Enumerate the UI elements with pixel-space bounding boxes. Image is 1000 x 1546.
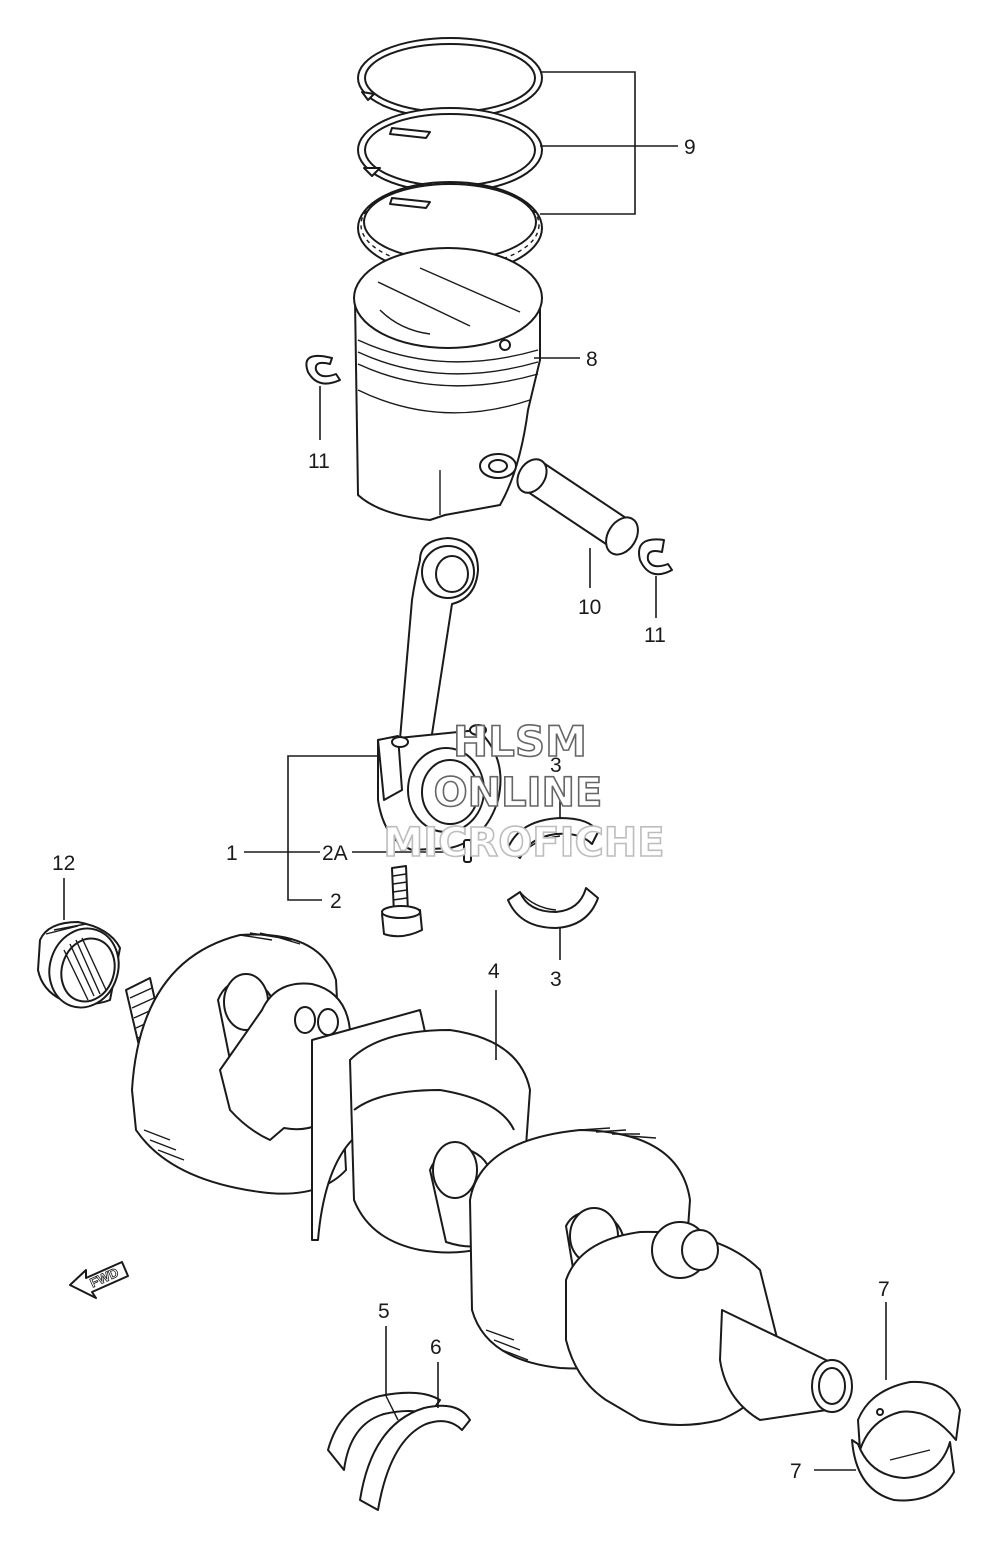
connecting-rod-bolt [381,865,423,938]
callout-1: 1 [226,842,238,865]
callout-3-upper: 3 [550,754,562,777]
connecting-rod [377,537,502,851]
callout-2A: 2A [322,842,348,865]
main-bearing-upper [857,1380,961,1451]
callout-4: 4 [488,960,500,983]
callout-2: 2 [330,890,342,913]
dowel-pin [463,839,472,863]
callout-7-lower: 7 [790,1460,802,1483]
watermark-line-1: HLSM [453,717,587,766]
callout-3-lower: 3 [550,968,562,991]
callout-12: 12 [52,852,75,875]
piston-pin [516,458,639,556]
piston-ring-second [357,107,543,193]
thrust-bearing-6 [359,1395,471,1511]
callout-9: 9 [684,136,696,159]
callout-6: 6 [430,1336,442,1359]
callout-5: 5 [378,1300,390,1323]
conrod-bearing-lower [507,887,599,929]
callout-10: 10 [578,596,601,619]
piston-ring-top [357,37,543,119]
main-bearing-lower [851,1439,955,1502]
fwd-arrow-icon: FWD [69,1261,129,1299]
watermark-line-2: ONLINE [434,770,603,816]
needle-bearing [37,921,121,1009]
callout-11-left: 11 [308,450,330,473]
callout-7-upper: 7 [878,1278,890,1301]
piston-ring-set [357,37,543,275]
callout-8: 8 [586,348,598,371]
crankshaft [125,932,853,1426]
circlip-right [638,538,673,576]
watermark: HLSM ONLINE MICROFICHE [383,716,666,867]
watermark-line-3: MICROFICHE [383,820,664,866]
callout-11-right: 11 [644,624,666,647]
conrod-bearing-upper [507,817,599,859]
piston [353,247,543,521]
circlip-left [305,354,341,385]
